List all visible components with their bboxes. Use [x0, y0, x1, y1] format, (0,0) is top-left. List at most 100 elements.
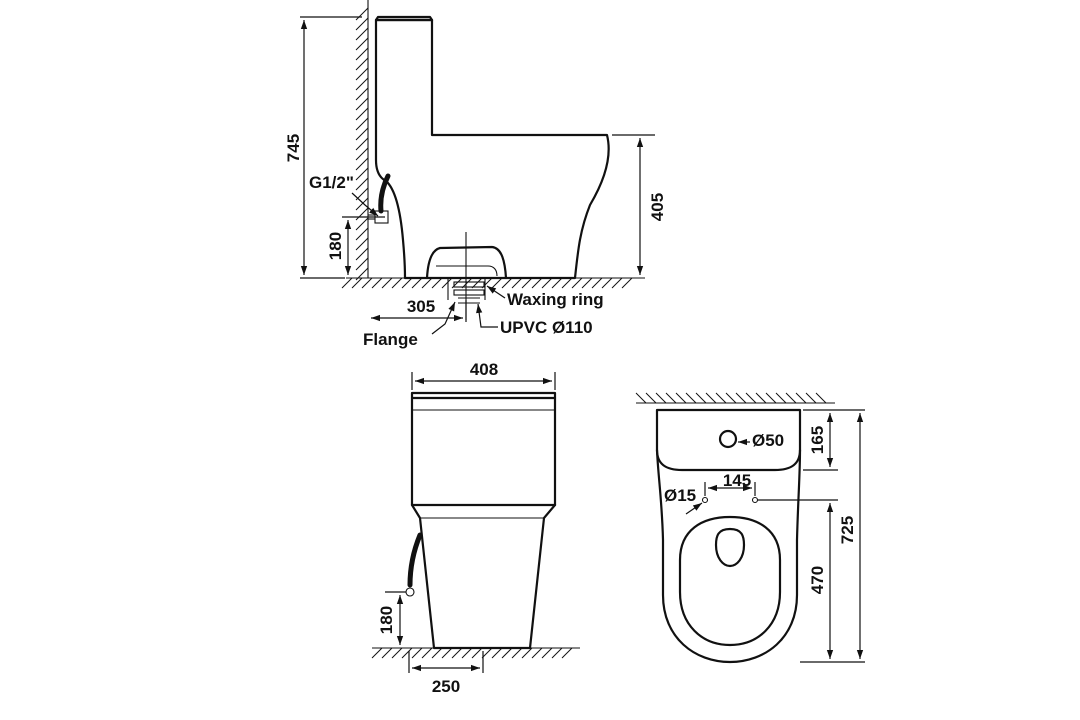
bowl-opening [714, 527, 746, 568]
front-bowl-outline [410, 503, 557, 650]
hatch-stroke [645, 392, 657, 404]
hatch-stroke [511, 277, 523, 289]
dim-total-length: 725 [838, 516, 857, 544]
hatch-stroke [355, 107, 369, 121]
seat-inner-outline [678, 515, 782, 647]
hatch-stroke [775, 392, 787, 404]
hatch-stroke [471, 647, 483, 659]
hatch-stroke [421, 647, 433, 659]
hatch-stroke [635, 392, 647, 404]
hatch-stroke [501, 277, 513, 289]
hatch-stroke [705, 392, 717, 404]
hatch-stroke [461, 277, 473, 289]
front-flush-hose [407, 532, 423, 588]
top-bowl-outline [655, 448, 802, 664]
hatch-stroke [355, 7, 369, 21]
hatch-stroke [541, 277, 553, 289]
flush-button [718, 429, 738, 449]
hatch-stroke [561, 277, 573, 289]
label-waxing-ring: Waxing ring [507, 290, 604, 309]
dim-hole-spacing: 145 [723, 471, 751, 490]
hatch-stroke [755, 392, 767, 404]
hatch-stroke [391, 647, 403, 659]
dim-front-width: 408 [470, 360, 498, 379]
top-view: Ø50 145 Ø15 165 470 725 [635, 392, 865, 664]
hatch-stroke [355, 167, 369, 181]
hatch-stroke [531, 277, 543, 289]
hatch-stroke [355, 27, 369, 41]
hatch-stroke [355, 237, 369, 251]
toilet-side-outline [374, 18, 610, 280]
side-view: 745 405 180 G1/2" 305 Waxing ring UPVC Ø… [284, 0, 667, 349]
hatch-stroke [421, 277, 433, 289]
hatch-stroke [461, 647, 473, 659]
hatch-stroke [521, 647, 533, 659]
hatch-stroke [355, 37, 369, 51]
hatch-stroke [341, 277, 353, 289]
hatch-stroke [685, 392, 697, 404]
flush-hose [378, 173, 391, 214]
hatch-stroke [361, 277, 373, 289]
label-flush-button: Ø50 [752, 431, 784, 450]
hatch-stroke [381, 277, 393, 289]
label-connection-thread: G1/2" [309, 173, 354, 192]
hatch-stroke [491, 277, 503, 289]
hatch-stroke [355, 147, 369, 161]
hatch-stroke [491, 647, 503, 659]
hatch-stroke [355, 227, 369, 241]
front-view: 408 180 250 [371, 360, 580, 696]
floor-hatch [341, 277, 633, 289]
hatch-stroke [441, 277, 453, 289]
hatch-stroke [715, 392, 727, 404]
hatch-stroke [511, 647, 523, 659]
hatch-stroke [675, 392, 687, 404]
hatch-stroke [355, 67, 369, 81]
dim-inlet-height: 180 [326, 232, 345, 260]
hatch-stroke [725, 392, 737, 404]
front-floor-hatch [371, 647, 573, 659]
hatch-stroke [401, 647, 413, 659]
hatch-stroke [391, 277, 403, 289]
hatch-stroke [601, 277, 613, 289]
mounting-hole-left [701, 496, 709, 504]
front-tank-body [410, 396, 557, 507]
hatch-stroke [355, 77, 369, 91]
hatch-stroke [355, 157, 369, 171]
dim-tank-depth: 165 [808, 426, 827, 454]
hatch-stroke [581, 277, 593, 289]
hatch-stroke [795, 392, 807, 404]
hatch-stroke [451, 647, 463, 659]
hatch-stroke [355, 197, 369, 211]
dim-front-inlet-height: 180 [377, 606, 396, 634]
hatch-stroke [431, 277, 443, 289]
tank-lid [374, 15, 434, 22]
front-tank-outline [410, 391, 557, 400]
hatch-stroke [521, 277, 533, 289]
hatch-stroke [655, 392, 667, 404]
hatch-stroke [621, 277, 633, 289]
dim-bowl-length: 470 [808, 566, 827, 594]
hatch-stroke [355, 217, 369, 231]
hatch-stroke [351, 277, 363, 289]
hatch-stroke [551, 647, 563, 659]
hatch-stroke [355, 47, 369, 61]
hatch-stroke [355, 177, 369, 191]
hatch-stroke [411, 647, 423, 659]
hatch-stroke [355, 247, 369, 261]
hatch-stroke [355, 17, 369, 31]
hatch-stroke [785, 392, 797, 404]
hatch-stroke [371, 647, 383, 659]
front-inlet-valve [405, 587, 415, 597]
hatch-stroke [665, 392, 677, 404]
hatch-stroke [765, 392, 777, 404]
hatch-stroke [815, 392, 827, 404]
hatch-stroke [431, 647, 443, 659]
hatch-stroke [411, 277, 423, 289]
hatch-stroke [805, 392, 817, 404]
label-flange: Flange [363, 330, 418, 349]
hatch-stroke [355, 137, 369, 151]
hatch-stroke [735, 392, 747, 404]
label-hole-diameter: Ø15 [664, 486, 696, 505]
hatch-stroke [695, 392, 707, 404]
